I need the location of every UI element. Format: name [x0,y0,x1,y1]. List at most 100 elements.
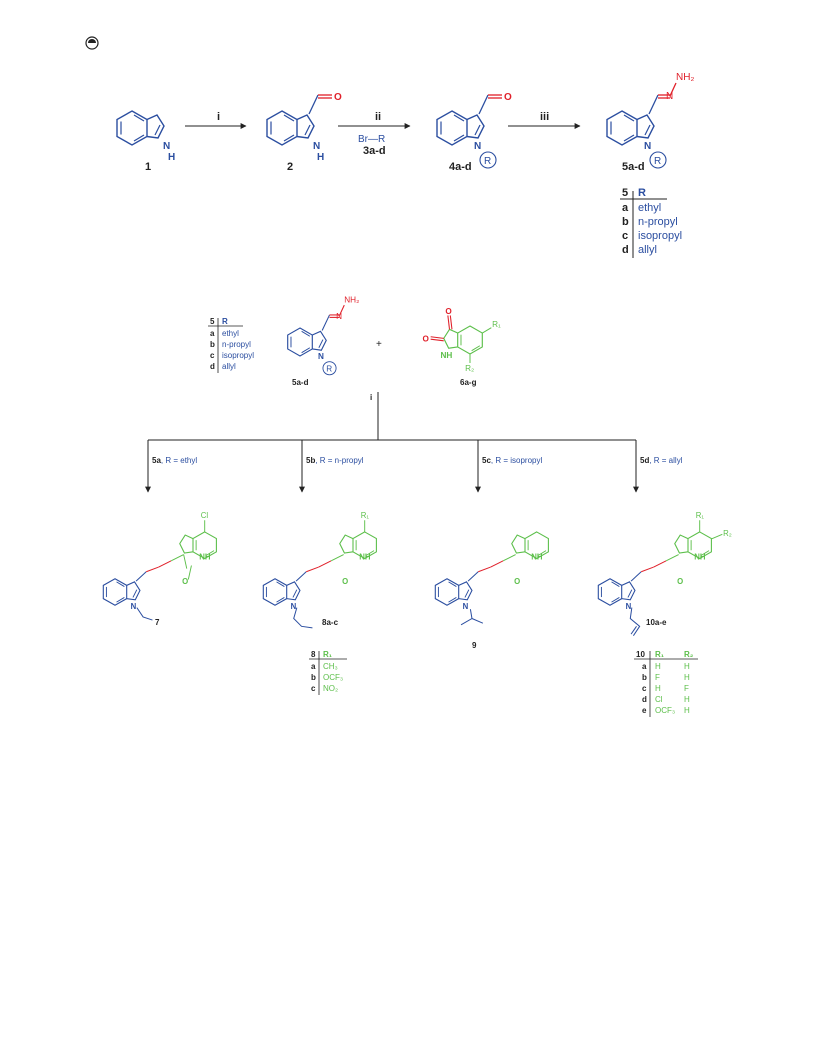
reagent-i-scheme2: i [370,393,372,402]
svg-text:N: N [474,141,481,152]
svg-text:NH₂: NH₂ [676,72,694,83]
product-7-label: 7 [155,618,160,627]
table-10-substituents: 10 R₁ R₂ a H H b F H c H F d Cl H e OCF₃… [634,650,698,717]
svg-text:5: 5 [210,317,215,326]
svg-text:Cl: Cl [201,511,209,520]
svg-text:5: 5 [622,187,628,199]
product-7-structure: N O NH Cl [102,511,217,621]
compound-5-structure: N NH₂ N R [606,72,694,169]
svg-text:O: O [422,335,429,344]
cc-icon [85,36,99,50]
svg-text:R: R [222,317,228,326]
svg-text:R: R [654,156,661,167]
svg-text:NH: NH [531,552,543,561]
product-8-label: 8a-c [322,618,339,627]
svg-text:O: O [334,92,342,103]
reagent-ii-sub1: Br—R [358,134,385,145]
svg-text:NH₂: NH₂ [344,296,359,305]
svg-text:R₂: R₂ [684,650,694,659]
svg-text:F: F [684,684,689,693]
reactant-5-structure: N NH₂ N R [287,296,359,376]
svg-text:H: H [684,662,690,671]
svg-text:O: O [504,92,512,103]
table-5-small: 5 R a ethyl b n-propyl c isopropyl d all… [208,317,254,373]
svg-text:NH: NH [359,552,371,561]
svg-text:ethyl: ethyl [222,329,239,338]
svg-text:isopropyl: isopropyl [222,351,254,360]
svg-text:a: a [622,202,629,214]
svg-text:Cl: Cl [655,695,663,704]
table-8-substituents: 8 R₁ a CH₃ b OCF₃ c NO₂ [309,650,347,695]
product-9-structure: N O NH [434,531,549,626]
svg-text:R₁: R₁ [492,320,501,329]
svg-text:allyl: allyl [638,244,657,256]
svg-text:OCF₃: OCF₃ [323,673,343,682]
compound-5-label: 5a-d [622,161,645,173]
reagent-ii: ii [375,111,381,123]
svg-text:NH: NH [199,552,211,561]
svg-text:R₂: R₂ [723,529,732,538]
svg-text:d: d [210,362,215,371]
svg-text:NH: NH [694,552,706,561]
svg-text:H: H [655,684,661,693]
product-10-label: 10a-e [646,618,667,627]
svg-text:H: H [684,706,690,715]
reactant-5-label: 5a-d [292,378,309,387]
svg-text:R: R [484,156,491,167]
svg-text:d: d [642,695,647,704]
svg-text:N: N [318,352,324,361]
svg-text:R: R [638,187,646,199]
svg-text:N: N [463,602,469,611]
svg-text:O: O [514,577,520,586]
compound-4-label: 4a-d [449,161,472,173]
product-8-structure: N O NH R₁ [262,511,377,629]
reactant-6-structure: O O NH R₁ R₂ [422,307,501,373]
compound-2-label: 2 [287,161,293,173]
svg-text:n-propyl: n-propyl [638,216,678,228]
svg-text:O: O [445,307,452,316]
svg-text:N: N [666,91,673,102]
svg-text:H: H [168,152,175,163]
svg-text:8: 8 [311,650,316,659]
svg-text:b: b [311,673,316,682]
svg-text:ethyl: ethyl [638,202,661,214]
svg-text:R: R [326,365,332,374]
svg-text:R₁: R₁ [696,511,705,520]
compound-2-structure: O N H [266,92,342,163]
svg-text:n-propyl: n-propyl [222,340,251,349]
svg-text:OCF₃: OCF₃ [655,706,675,715]
svg-text:N: N [626,602,632,611]
svg-text:N: N [313,141,320,152]
svg-text:isopropyl: isopropyl [638,230,682,242]
svg-text:10: 10 [636,650,645,659]
compound-4-structure: O N R [436,92,512,169]
svg-text:c: c [311,684,316,693]
svg-text:d: d [622,244,629,256]
svg-text:c: c [622,230,628,242]
svg-text:N: N [131,602,137,611]
reagent-iii: iii [540,111,549,123]
branch-label-c: 5c, R = isopropyl [482,456,542,465]
svg-text:a: a [210,329,215,338]
svg-text:O: O [182,577,188,586]
svg-text:O: O [677,577,683,586]
compound-1-structure: N H [116,110,175,163]
branch-label-d: 5d, R = allyl [640,456,683,465]
svg-text:a: a [311,662,316,671]
svg-text:allyl: allyl [222,362,236,371]
svg-text:H: H [317,152,324,163]
svg-text:O: O [342,577,348,586]
plus-sign: + [376,339,382,350]
svg-text:R₁: R₁ [323,650,333,659]
svg-text:R₂: R₂ [465,364,474,373]
svg-text:a: a [642,662,647,671]
reagent-ii-sub2: 3a-d [363,145,386,157]
svg-text:N: N [644,141,651,152]
svg-text:R₁: R₁ [361,511,370,520]
product-10-structure: N O NH R₁ R₂ [597,511,732,636]
svg-text:c: c [642,684,647,693]
svg-text:NO₂: NO₂ [323,684,338,693]
product-9-label: 9 [472,641,477,650]
svg-text:R₁: R₁ [655,650,665,659]
